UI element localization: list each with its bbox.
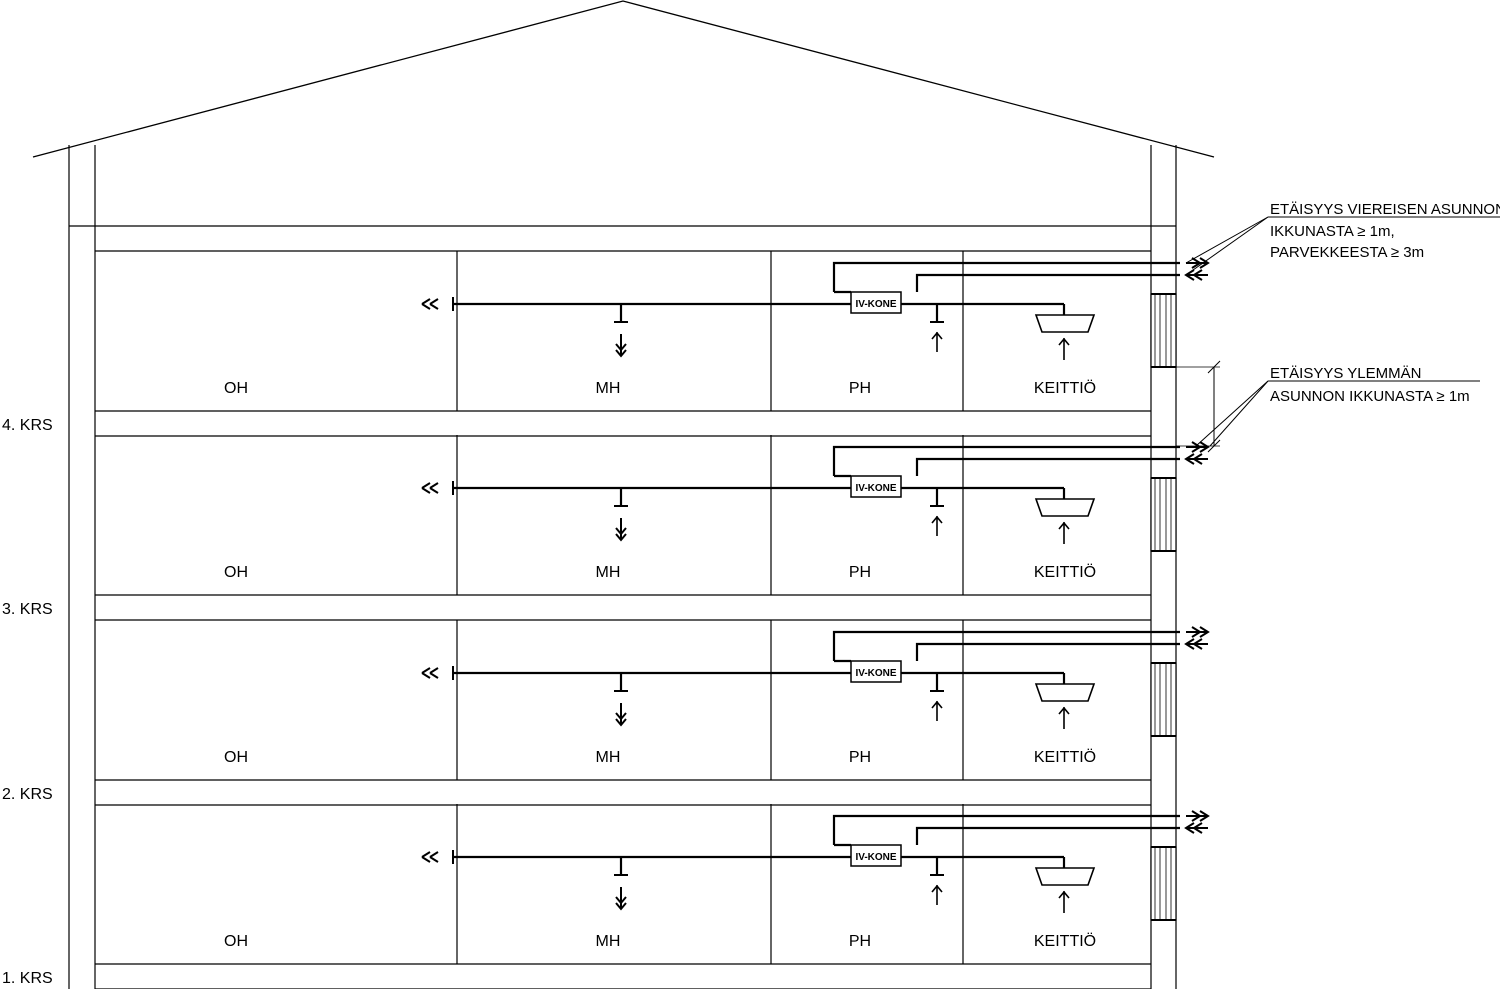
note-neighbor-line-3: PARVEKKEESTA ≥ 3m — [1270, 244, 1424, 261]
room-label-bathroom: PH — [849, 749, 871, 766]
window — [1150, 293, 1177, 368]
room-label-bathroom: PH — [849, 380, 871, 397]
ventilation-unit-label: IV-KONE — [855, 668, 896, 679]
down-arrow-icon — [615, 703, 627, 727]
down-arrow-icon — [615, 518, 627, 542]
kitchen-hood-icon — [1034, 314, 1096, 333]
floor-4: OH MH PH KEITTIÖ 4. KRS IV-KONE — [2, 251, 1210, 437]
room-label-living: OH — [224, 749, 248, 766]
ventilation-unit — [850, 844, 902, 867]
room-label-living: OH — [224, 933, 248, 950]
floor-3: OH MH PH KEITTIÖ 3. KRS IV-KONE — [2, 435, 1210, 621]
exhaust-air-duct — [915, 642, 1180, 661]
roof-outline — [32, 0, 1215, 158]
down-arrow-icon — [615, 334, 627, 358]
supply-arrow-icon — [421, 298, 439, 310]
wall-terminal-arrows-icon — [1184, 441, 1210, 465]
up-arrow-icon — [1058, 890, 1070, 913]
up-arrow-icon — [1058, 706, 1070, 729]
kitchen-hood-icon — [1034, 683, 1096, 702]
window — [1150, 477, 1177, 552]
note-upper: ETÄISYYS YLEMMÄN ASUNNON IKKUNASTA ≥ 1m — [1176, 360, 1480, 453]
floor-label: 1. KRS — [2, 970, 53, 987]
note-upper-line-1: ETÄISYYS YLEMMÄN — [1270, 365, 1421, 382]
ventilation-unit-label: IV-KONE — [855, 299, 896, 310]
floor-label: 2. KRS — [2, 786, 53, 803]
ventilation-unit — [850, 660, 902, 683]
room-label-kitchen: KEITTIÖ — [1034, 748, 1096, 766]
ventilation-unit-label: IV-KONE — [855, 852, 896, 863]
window — [1150, 846, 1177, 921]
ventilation-unit — [850, 291, 902, 314]
ventilation-unit — [850, 475, 902, 498]
room-label-bathroom: PH — [849, 564, 871, 581]
room-label-bedroom: MH — [596, 564, 621, 581]
outdoor-air-duct — [832, 814, 1180, 845]
floor-1: OH MH PH KEITTIÖ 1. KRS IV-KONE — [2, 804, 1210, 989]
down-arrow-icon — [615, 887, 627, 911]
outdoor-air-duct — [832, 630, 1180, 661]
note-neighbor-line-1: ETÄISYYS VIEREISEN ASUNNON — [1270, 201, 1500, 218]
room-label-bathroom: PH — [849, 933, 871, 950]
supply-arrow-icon — [421, 851, 439, 863]
note-upper-line-2: ASUNNON IKKUNASTA ≥ 1m — [1270, 388, 1470, 405]
outdoor-air-duct — [832, 261, 1180, 292]
floor-label: 3. KRS — [2, 601, 53, 618]
room-label-bedroom: MH — [596, 380, 621, 397]
up-arrow-icon — [931, 515, 943, 536]
room-label-living: OH — [224, 564, 248, 581]
exhaust-air-duct — [915, 826, 1180, 845]
note-neighbor-line-2: IKKUNASTA ≥ 1m, — [1270, 223, 1395, 240]
room-label-living: OH — [224, 380, 248, 397]
kitchen-hood-icon — [1034, 498, 1096, 517]
exhaust-air-duct — [915, 457, 1180, 476]
up-arrow-icon — [931, 700, 943, 721]
supply-arrow-icon — [421, 482, 439, 494]
room-label-bedroom: MH — [596, 749, 621, 766]
room-label-kitchen: KEITTIÖ — [1034, 379, 1096, 397]
up-arrow-icon — [1058, 521, 1070, 544]
ventilation-unit-label: IV-KONE — [855, 483, 896, 494]
floor-label: 4. KRS — [2, 417, 53, 434]
room-label-bedroom: MH — [596, 933, 621, 950]
wall-terminal-arrows-icon — [1184, 626, 1210, 650]
up-arrow-icon — [1058, 337, 1070, 360]
kitchen-hood-icon — [1034, 867, 1096, 886]
exhaust-air-duct — [915, 273, 1180, 292]
room-label-kitchen: KEITTIÖ — [1034, 932, 1096, 950]
up-arrow-icon — [931, 331, 943, 352]
wall-terminal-arrows-icon — [1184, 810, 1210, 834]
supply-arrow-icon — [421, 667, 439, 679]
room-label-kitchen: KEITTIÖ — [1034, 563, 1096, 581]
floor-2: OH MH PH KEITTIÖ 2. KRS IV-KONE — [2, 620, 1210, 806]
up-arrow-icon — [931, 884, 943, 905]
note-neighbor: ETÄISYYS VIEREISEN ASUNNON IKKUNASTA ≥ 1… — [1185, 201, 1500, 276]
outdoor-air-duct — [832, 445, 1180, 476]
window — [1150, 662, 1177, 737]
building-walls — [68, 145, 1177, 989]
